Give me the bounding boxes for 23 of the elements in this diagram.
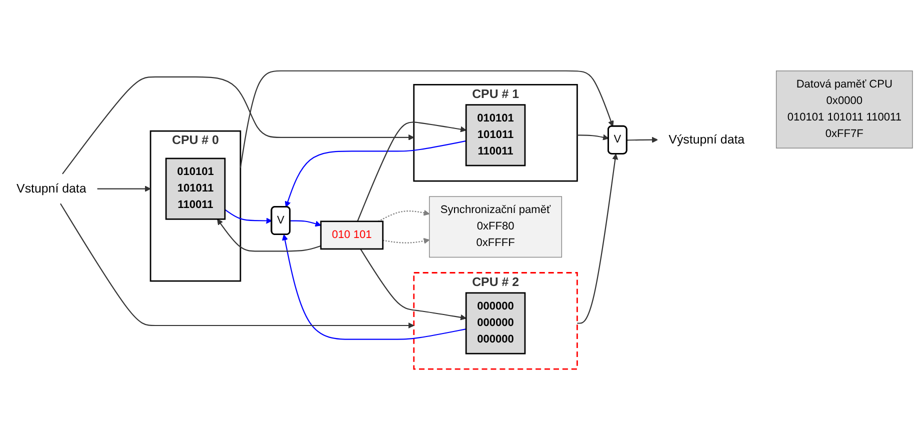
node-box: 010101 101011 110011 — [165, 158, 226, 220]
arrow — [577, 154, 618, 324]
arrow — [62, 76, 414, 174]
node-text: Výstupní data — [668, 132, 745, 146]
node-box: Datová paměť CPU 0x0000 010101 101011 110011 0xFF7F — [776, 70, 913, 148]
arrow — [356, 122, 466, 222]
arrow — [217, 218, 322, 252]
arrow — [382, 238, 430, 244]
arrow — [360, 248, 466, 320]
arrow — [97, 186, 151, 192]
node-box: Synchronizační paměť 0xFF80 0xFFFF — [429, 196, 562, 258]
arrow — [626, 136, 658, 143]
arrow — [224, 209, 272, 224]
node-box: 000000 000000 000000 — [465, 292, 526, 354]
node-box: 010 101 — [320, 220, 384, 250]
arrow — [577, 134, 609, 140]
node-box: 010101 101011 110011 — [465, 104, 526, 166]
arrow — [290, 220, 322, 227]
arrow — [284, 140, 466, 208]
arrow — [60, 203, 414, 329]
arrow — [282, 234, 466, 340]
node-text: Vstupní data — [16, 182, 86, 196]
arrow — [378, 210, 430, 222]
